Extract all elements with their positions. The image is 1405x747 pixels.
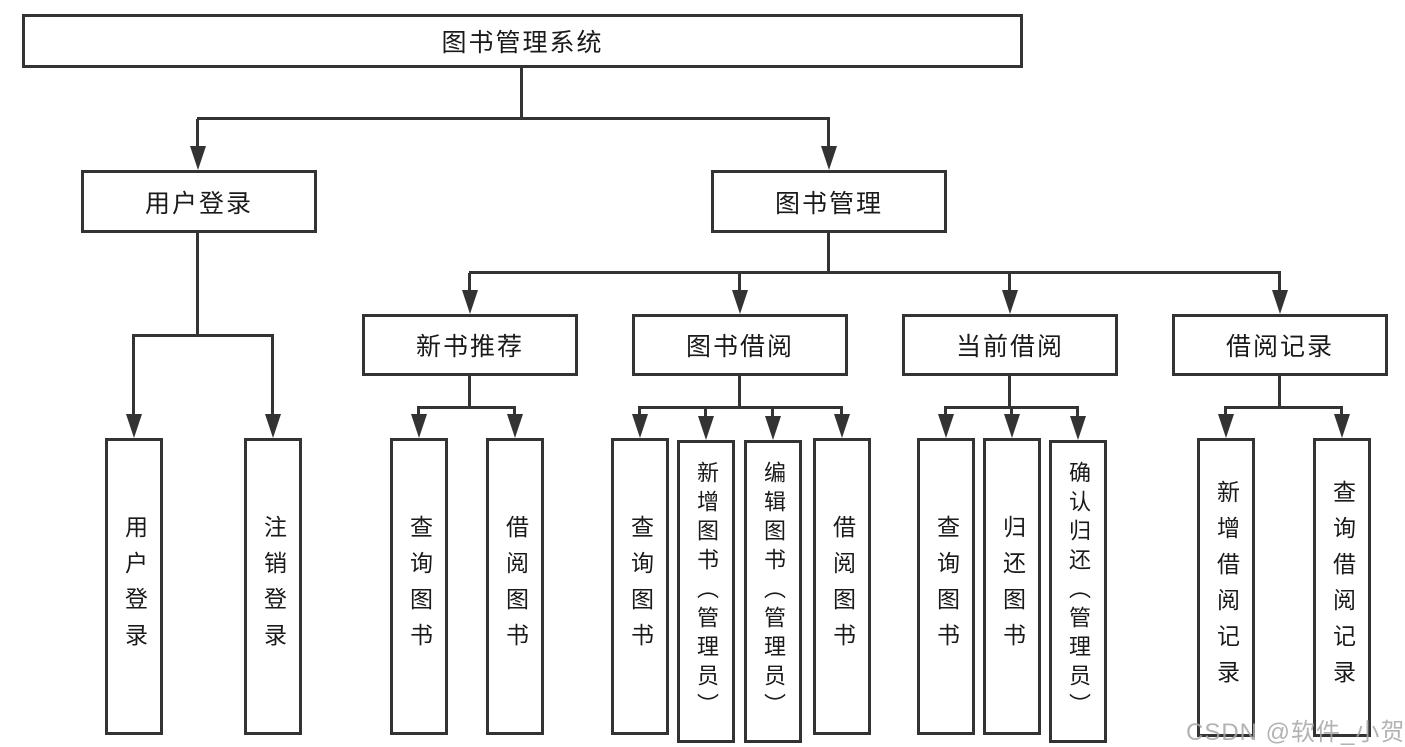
connector-bookborrow-stem — [738, 376, 741, 409]
arrowhead-book-borrow-icon — [732, 290, 748, 314]
leaf-query-book-1-label: 查询图书 — [406, 514, 433, 659]
leaf-query-borrow-record-label: 查询借阅记录 — [1329, 479, 1356, 696]
arrowhead-edit-book-icon — [765, 416, 781, 440]
leaf-borrow-book-2: 借阅图书 — [813, 438, 871, 735]
connector-drop-book-borrow — [738, 273, 741, 293]
leaf-logout-label: 注销登录 — [260, 514, 287, 659]
leaf-query-borrow-record: 查询借阅记录 — [1313, 438, 1371, 737]
arrowhead-add-book-icon — [698, 416, 714, 440]
arrowhead-book-mgmt-icon — [821, 146, 837, 170]
arrowhead-user-login-icon — [190, 146, 206, 170]
connector-login-bar — [132, 334, 274, 337]
node-borrow-records-label: 借阅记录 — [1225, 333, 1334, 361]
connector-bookborrow-bar — [638, 406, 843, 409]
connector-drop-user-login — [196, 119, 199, 149]
connector-mgmt-stem — [827, 233, 830, 273]
leaf-edit-book-admin: 编辑图书（管理员） — [744, 440, 802, 743]
connector-drop-new-book — [468, 273, 471, 293]
connector-drop-query1 — [417, 408, 420, 417]
connector-drop-add-book — [704, 408, 707, 419]
connector-drop-borrow1 — [513, 408, 516, 417]
connector-drop-current-borrow — [1008, 273, 1011, 293]
connector-newbook-stem — [468, 376, 471, 409]
node-current-borrow: 当前借阅 — [902, 314, 1118, 376]
leaf-return-book-label: 归还图书 — [999, 514, 1026, 659]
leaf-query-book-2: 查询图书 — [611, 438, 669, 735]
node-book-borrow: 图书借阅 — [632, 314, 848, 376]
arrowhead-query3-icon — [938, 414, 954, 438]
leaf-borrow-book-2-label: 借阅图书 — [829, 514, 856, 659]
arrowhead-query-record-icon — [1334, 414, 1350, 438]
node-book-management: 图书管理 — [711, 170, 947, 233]
connector-mgmt-bar — [469, 271, 1281, 274]
connector-drop-borrow-records — [1278, 273, 1281, 293]
node-root: 图书管理系统 — [22, 14, 1023, 68]
arrowhead-borrow-records-icon — [1272, 290, 1288, 314]
connector-newbook-bar — [417, 406, 516, 409]
leaf-confirm-return-admin: 确认归还（管理员） — [1049, 440, 1107, 743]
node-user-login: 用户登录 — [81, 170, 317, 233]
connector-drop-return-book — [1010, 408, 1013, 417]
arrowhead-leaf-user-login-icon — [126, 414, 142, 438]
connector-drop-book-mgmt — [827, 119, 830, 149]
arrowhead-confirm-return-icon — [1070, 416, 1086, 440]
node-book-borrow-label: 图书借阅 — [685, 333, 794, 361]
node-new-book-recommend-label: 新书推荐 — [415, 333, 524, 361]
leaf-query-book-3-label: 查询图书 — [933, 514, 960, 659]
arrowhead-return-book-icon — [1004, 414, 1020, 438]
connector-root-bar — [197, 117, 830, 120]
leaf-add-book-admin-label: 新增图书（管理员） — [694, 461, 719, 722]
leaf-add-book-admin: 新增图书（管理员） — [677, 440, 735, 743]
leaf-add-borrow-record-label: 新增借阅记录 — [1213, 479, 1240, 696]
arrowhead-new-book-icon — [462, 290, 478, 314]
arrowhead-borrow1-icon — [507, 414, 523, 438]
node-root-label: 图书管理系统 — [441, 29, 604, 57]
leaf-query-book-1: 查询图书 — [390, 438, 448, 735]
node-user-login-label: 用户登录 — [144, 189, 253, 218]
csdn-watermark: CSDN @软件_小贺同学 — [1186, 719, 1405, 746]
leaf-borrow-book-1: 借阅图书 — [486, 438, 544, 735]
connector-drop-query-record — [1340, 408, 1343, 417]
connector-drop-edit-book — [771, 408, 774, 419]
leaf-user-login: 用户登录 — [105, 438, 163, 735]
arrowhead-leaf-logout-icon — [265, 414, 281, 438]
leaf-return-book: 归还图书 — [983, 438, 1041, 735]
arrowhead-query2-icon — [632, 414, 648, 438]
connector-currentborrow-stem — [1008, 376, 1011, 409]
leaf-confirm-return-admin-label: 确认归还（管理员） — [1066, 461, 1091, 722]
arrowhead-add-record-icon — [1218, 414, 1234, 438]
connector-currentborrow-bar — [944, 406, 1079, 409]
leaf-borrow-book-1-label: 借阅图书 — [502, 514, 529, 659]
connector-drop-add-record — [1224, 408, 1227, 417]
leaf-query-book-2-label: 查询图书 — [627, 514, 654, 659]
connector-drop-query2 — [638, 408, 641, 417]
arrowhead-query1-icon — [411, 414, 427, 438]
node-current-borrow-label: 当前借阅 — [955, 333, 1064, 361]
leaf-logout: 注销登录 — [244, 438, 302, 735]
connector-drop-confirm-return — [1076, 408, 1079, 419]
leaf-edit-book-admin-label: 编辑图书（管理员） — [761, 461, 786, 722]
leaf-user-login-label: 用户登录 — [121, 514, 148, 659]
connector-records-stem — [1278, 376, 1281, 409]
node-new-book-recommend: 新书推荐 — [362, 314, 578, 376]
connector-records-bar — [1224, 406, 1343, 409]
connector-root-stem — [520, 68, 523, 119]
connector-drop-leaf-logout — [271, 336, 274, 416]
arrowhead-current-borrow-icon — [1002, 290, 1018, 314]
leaf-add-borrow-record: 新增借阅记录 — [1197, 438, 1255, 737]
connector-drop-borrow2 — [840, 408, 843, 417]
leaf-query-book-3: 查询图书 — [917, 438, 975, 735]
node-borrow-records: 借阅记录 — [1172, 314, 1388, 376]
connector-login-stem — [196, 233, 199, 337]
connector-drop-leaf-user-login — [132, 336, 135, 416]
arrowhead-borrow2-icon — [834, 414, 850, 438]
node-book-management-label: 图书管理 — [774, 189, 883, 218]
connector-drop-query3 — [944, 408, 947, 417]
